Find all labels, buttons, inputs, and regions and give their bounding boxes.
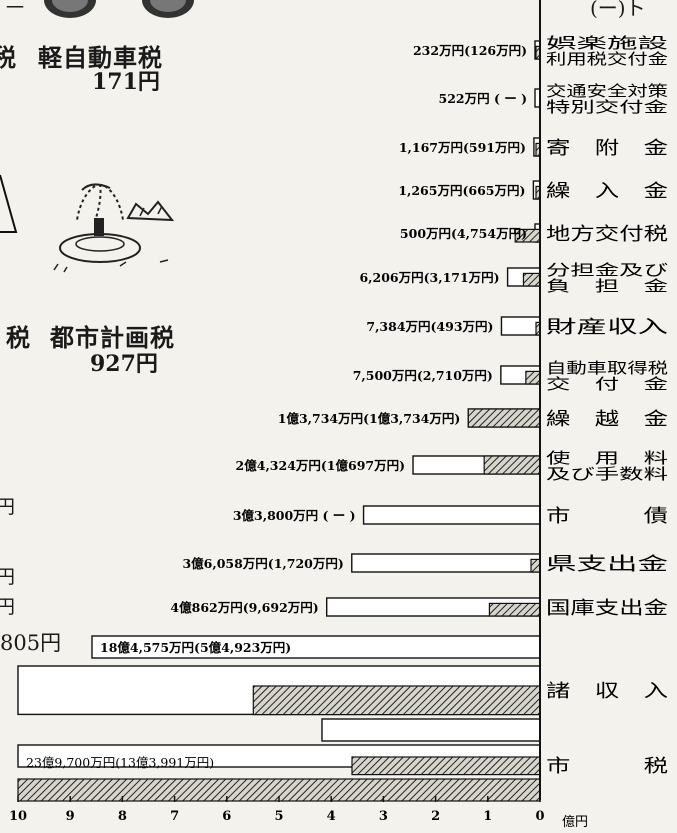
bar-data-label: 2億4,324万円(1億697万円) — [236, 458, 405, 473]
bar-previous — [530, 558, 541, 573]
header-fragment-left: 一 — [6, 0, 24, 19]
bar-total-overflow — [321, 718, 541, 742]
tax-item-value-kei: 171円 — [92, 69, 160, 95]
category-label: 市 債 — [546, 506, 668, 527]
x-tick-label: 9 — [66, 809, 75, 824]
bar-previous — [252, 685, 541, 716]
x-tick-label: 6 — [222, 809, 231, 824]
category-label: 諸 収 入 — [546, 681, 668, 702]
bar-data-label: 6,206万円(3,171万円) — [359, 270, 499, 285]
tax-suffix-top: 税 — [0, 43, 17, 72]
category-label: 市 税 — [546, 756, 668, 777]
category-label: 負 担 金 — [546, 277, 668, 295]
category-label: 地方交付税 — [546, 224, 668, 245]
bar-data-label: 1,265万円(665万円) — [398, 183, 525, 198]
bar-total — [500, 316, 541, 336]
category-label: 分担金及び — [546, 261, 668, 279]
x-tick-label: 10 — [9, 809, 27, 824]
header-fragment-right: (ー)ト — [590, 0, 646, 20]
bar-previous — [488, 602, 541, 617]
x-tick-label: 8 — [118, 809, 127, 824]
category-label: 交通安全対策 — [546, 82, 668, 100]
x-tick-label: 5 — [274, 809, 283, 824]
bar-previous — [522, 272, 541, 287]
x-tick-label: 1 — [483, 809, 492, 824]
x-axis-unit: 億円 — [562, 814, 588, 830]
category-label: 繰 越 金 — [546, 409, 668, 430]
tax-item-name-toshi: 都市計画税 — [50, 323, 175, 352]
bar-previous — [351, 756, 541, 776]
category-label: 寄 附 金 — [546, 138, 668, 159]
x-tick-label: 4 — [327, 809, 336, 824]
tax-item-value-toshi: 927円 — [90, 351, 158, 377]
category-label: 自動車取得税 — [546, 359, 668, 377]
category-label: 交 付 金 — [546, 375, 668, 393]
bar-previous — [483, 455, 541, 475]
bar-data-label: 232万円(126万円) — [413, 43, 527, 58]
bar-data-label: 4億862万円(9,692万円) — [170, 600, 318, 615]
bar-data-label: 23億9,700万円(13億3,991万円) — [26, 755, 214, 770]
yen-fragment-3: 円 — [0, 596, 16, 618]
bar-data-label: 3億6,058万円(1,720万円) — [182, 556, 343, 571]
bar-data-label: 522万円 ( ー ) — [439, 91, 527, 106]
bar-total — [362, 505, 541, 525]
yen-fragment-1: 円 — [0, 496, 16, 518]
bar-data-label: 7,500万円(2,710万円) — [353, 368, 493, 383]
category-label: 娯楽施設 — [546, 34, 668, 52]
x-tick-label: 3 — [379, 809, 388, 824]
yen-fragment-2: 円 — [0, 566, 16, 588]
bar-data-label: 1,167万円(591万円) — [399, 140, 526, 155]
bar-data-label: 18億4,575万円(5億4,923万円) — [100, 640, 291, 655]
category-label: 国庫支出金 — [546, 598, 668, 619]
bar-previous — [525, 370, 541, 385]
category-label: 及び手数料 — [546, 465, 668, 483]
per-capita-805: 805円 — [0, 631, 62, 655]
category-label: 県支出金 — [546, 554, 668, 575]
category-label: 特別交付金 — [546, 98, 668, 116]
tax-suffix-bottom: 税 — [6, 323, 31, 352]
car-wheels-illustration — [44, 0, 194, 18]
fountain-illustration — [53, 183, 175, 273]
category-label: 利用税交付金 — [546, 50, 668, 68]
triangle-fragment — [0, 174, 18, 233]
category-label: 使 用 料 — [546, 449, 668, 467]
bar-data-label: 500万円(4,754万円) — [400, 226, 527, 241]
x-tick-label: 7 — [170, 809, 179, 824]
bar-previous — [467, 408, 541, 428]
x-tick-label: 2 — [431, 809, 440, 824]
bar-data-label: 7,384万円(493万円) — [366, 319, 493, 334]
category-label: 財産収入 — [546, 317, 668, 338]
category-label: 繰 入 金 — [546, 181, 668, 202]
tax-item-name-kei: 軽自動車税 — [38, 43, 163, 72]
bar-data-label: 1億3,734万円(1億3,734万円) — [278, 411, 461, 426]
bar-data-label: 3億3,800万円 ( ー ) — [233, 508, 356, 523]
bar-total — [351, 553, 541, 573]
x-tick-label: 0 — [535, 809, 544, 824]
